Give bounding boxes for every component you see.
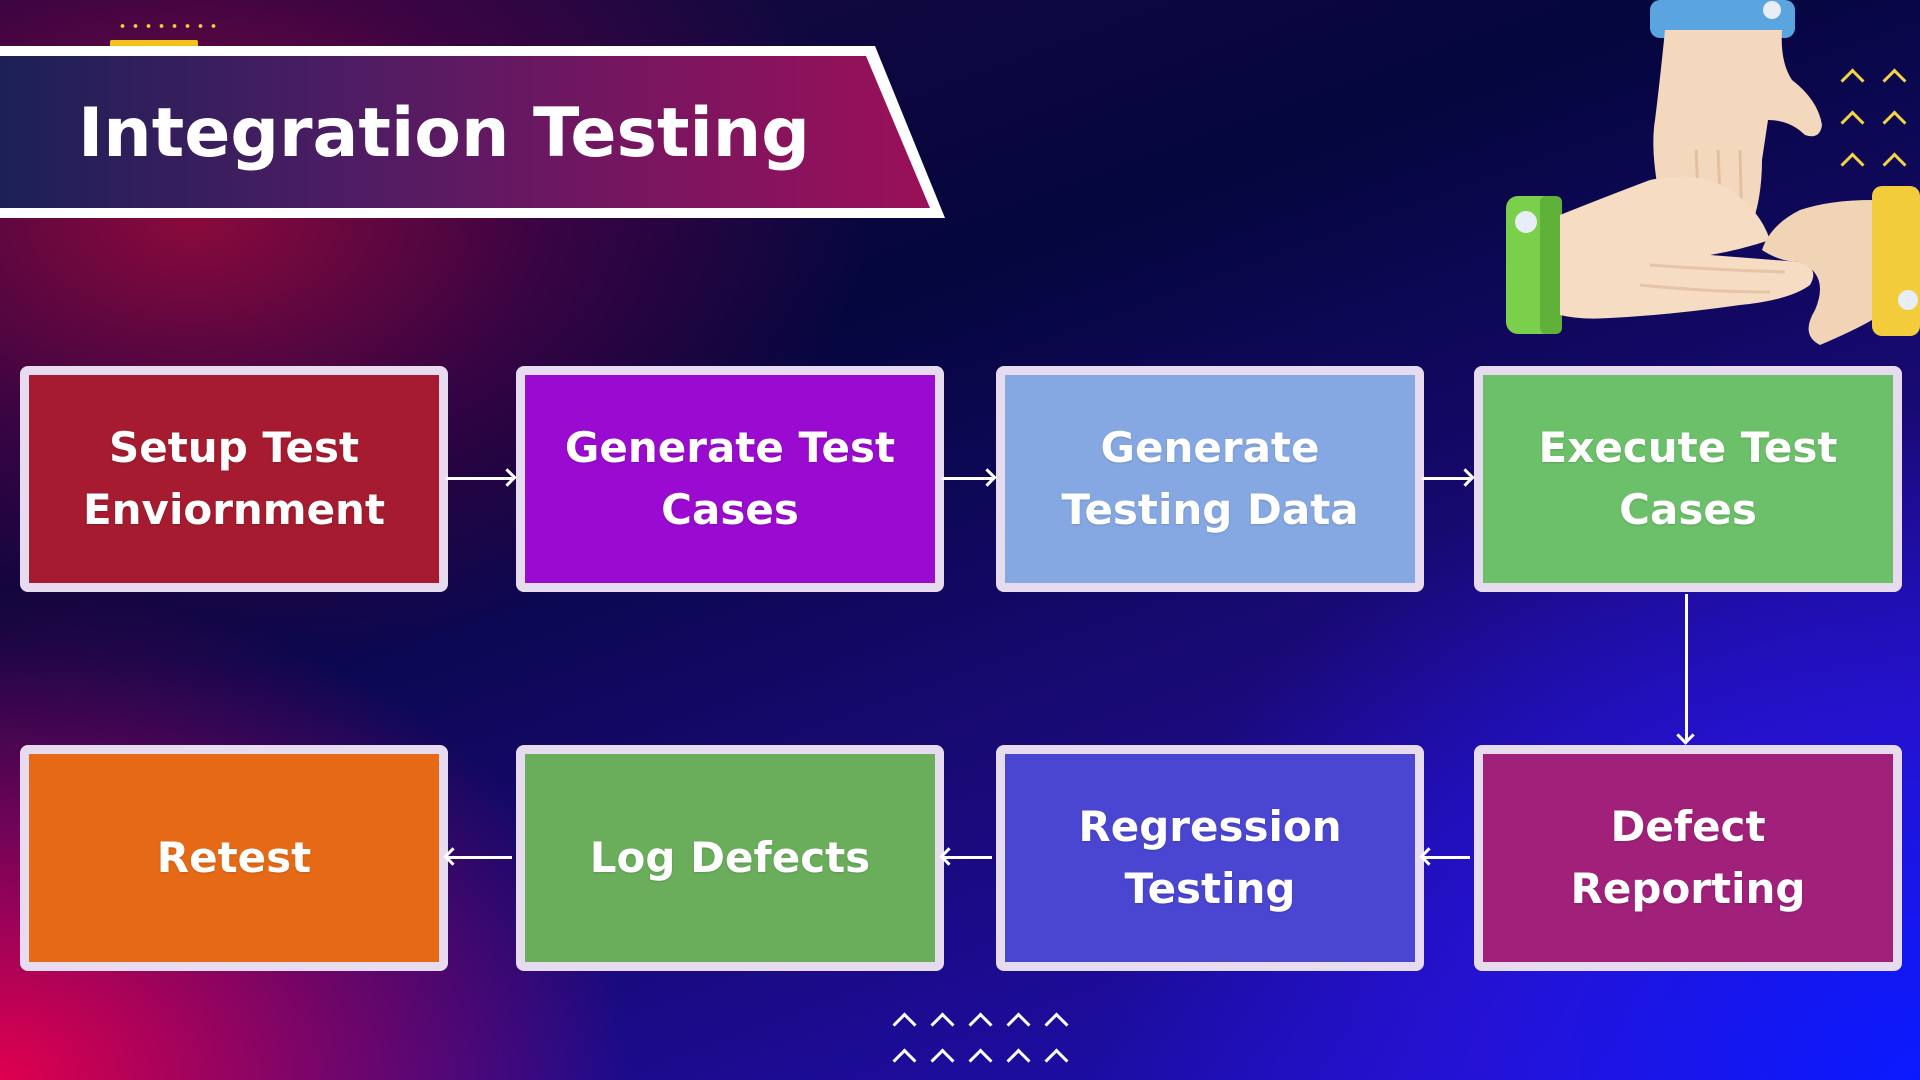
page-title: Integration Testing <box>78 94 810 173</box>
flow-step-retest: Retest <box>20 745 448 971</box>
flow-step-label: Setup Test Enviornment <box>82 423 386 534</box>
flow-step-setup-test-environment: Setup Test Enviornment <box>20 366 448 592</box>
flow-step-label: Execute Test Cases <box>1538 423 1838 534</box>
chevron-up-icon <box>892 1048 917 1073</box>
arrow-down <box>1685 594 1688 740</box>
flow-step-log-defects: Log Defects <box>516 745 944 971</box>
chevron-up-icon <box>930 1048 955 1073</box>
arrow-right <box>446 477 512 480</box>
arrow-right <box>1422 477 1470 480</box>
flow-step-label: Generate Testing Data <box>1061 423 1359 534</box>
title-banner <box>0 56 930 208</box>
flow-step-defect-reporting: Defect Reporting <box>1474 745 1902 971</box>
flow-step-label: Regression Testing <box>1078 802 1342 913</box>
flow-step-label: Generate Test Cases <box>564 423 896 534</box>
chevron-up-icon <box>1006 1048 1031 1073</box>
arrow-left <box>944 856 992 859</box>
flow-step-generate-testing-data: Generate Testing Data <box>996 366 1424 592</box>
yellow-accent-bar <box>110 40 198 48</box>
stacked-hands-icon <box>1506 0 1920 345</box>
flow-step-label: Defect Reporting <box>1570 802 1806 913</box>
arrow-left <box>1424 856 1470 859</box>
flow-step-label: Log Defects <box>589 833 871 882</box>
chevron-up-icon <box>892 1012 917 1037</box>
arrow-left <box>448 856 512 859</box>
chevron-up-icon <box>968 1048 993 1073</box>
chevron-up-icon <box>1006 1012 1031 1037</box>
chevron-up-icon <box>930 1012 955 1037</box>
flow-step-regression-testing: Regression Testing <box>996 745 1424 971</box>
flow-step-label: Retest <box>156 833 312 882</box>
chevron-up-icon <box>1044 1048 1069 1073</box>
chevron-up-icon <box>968 1012 993 1037</box>
arrow-right <box>942 477 992 480</box>
chevron-up-icon <box>1044 1012 1069 1037</box>
dotted-decoration <box>116 24 216 28</box>
flow-step-generate-test-cases: Generate Test Cases <box>516 366 944 592</box>
flow-step-execute-test-cases: Execute Test Cases <box>1474 366 1902 592</box>
